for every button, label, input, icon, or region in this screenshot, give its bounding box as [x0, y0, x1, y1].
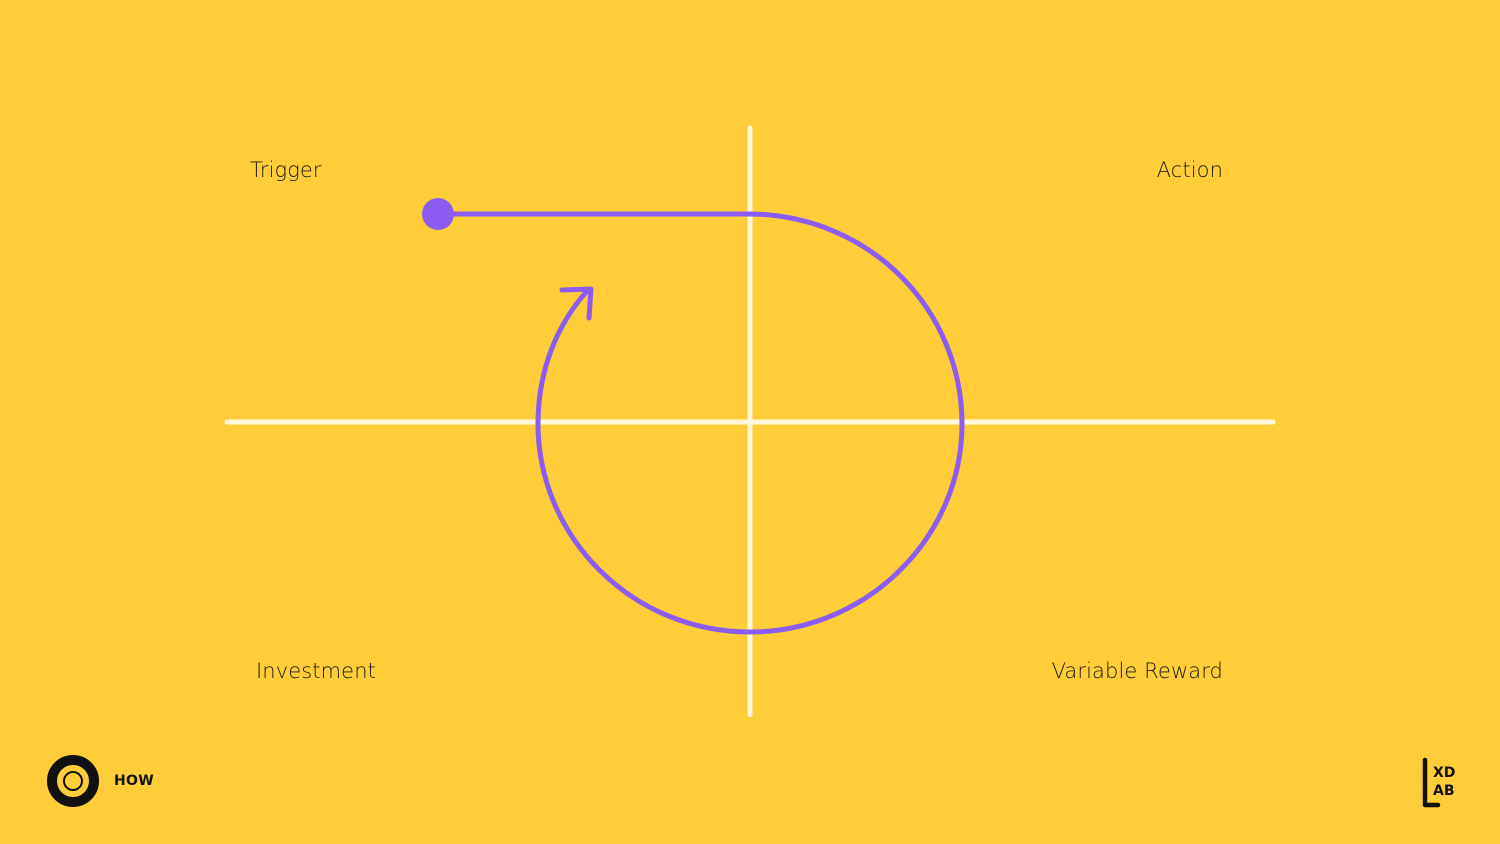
- quadrant-label-variable-reward: Variable Reward: [1051, 659, 1223, 683]
- how-logo-icon: [47, 755, 99, 807]
- loop-start-dot: [422, 198, 454, 230]
- xdlab-logo-icon: XD AB: [1422, 757, 1455, 808]
- quadrant-label-action: Action: [1156, 158, 1223, 182]
- how-brand-text: HOW: [114, 773, 154, 789]
- quadrant-label-trigger: Trigger: [250, 158, 322, 182]
- svg-text:XD: XD: [1433, 765, 1455, 781]
- loop-path: [435, 211, 965, 635]
- loop-arrowhead: [559, 286, 594, 321]
- svg-text:AB: AB: [1433, 783, 1455, 799]
- quadrant-label-investment: Investment: [256, 659, 376, 683]
- how-brand: HOW: [46, 754, 154, 808]
